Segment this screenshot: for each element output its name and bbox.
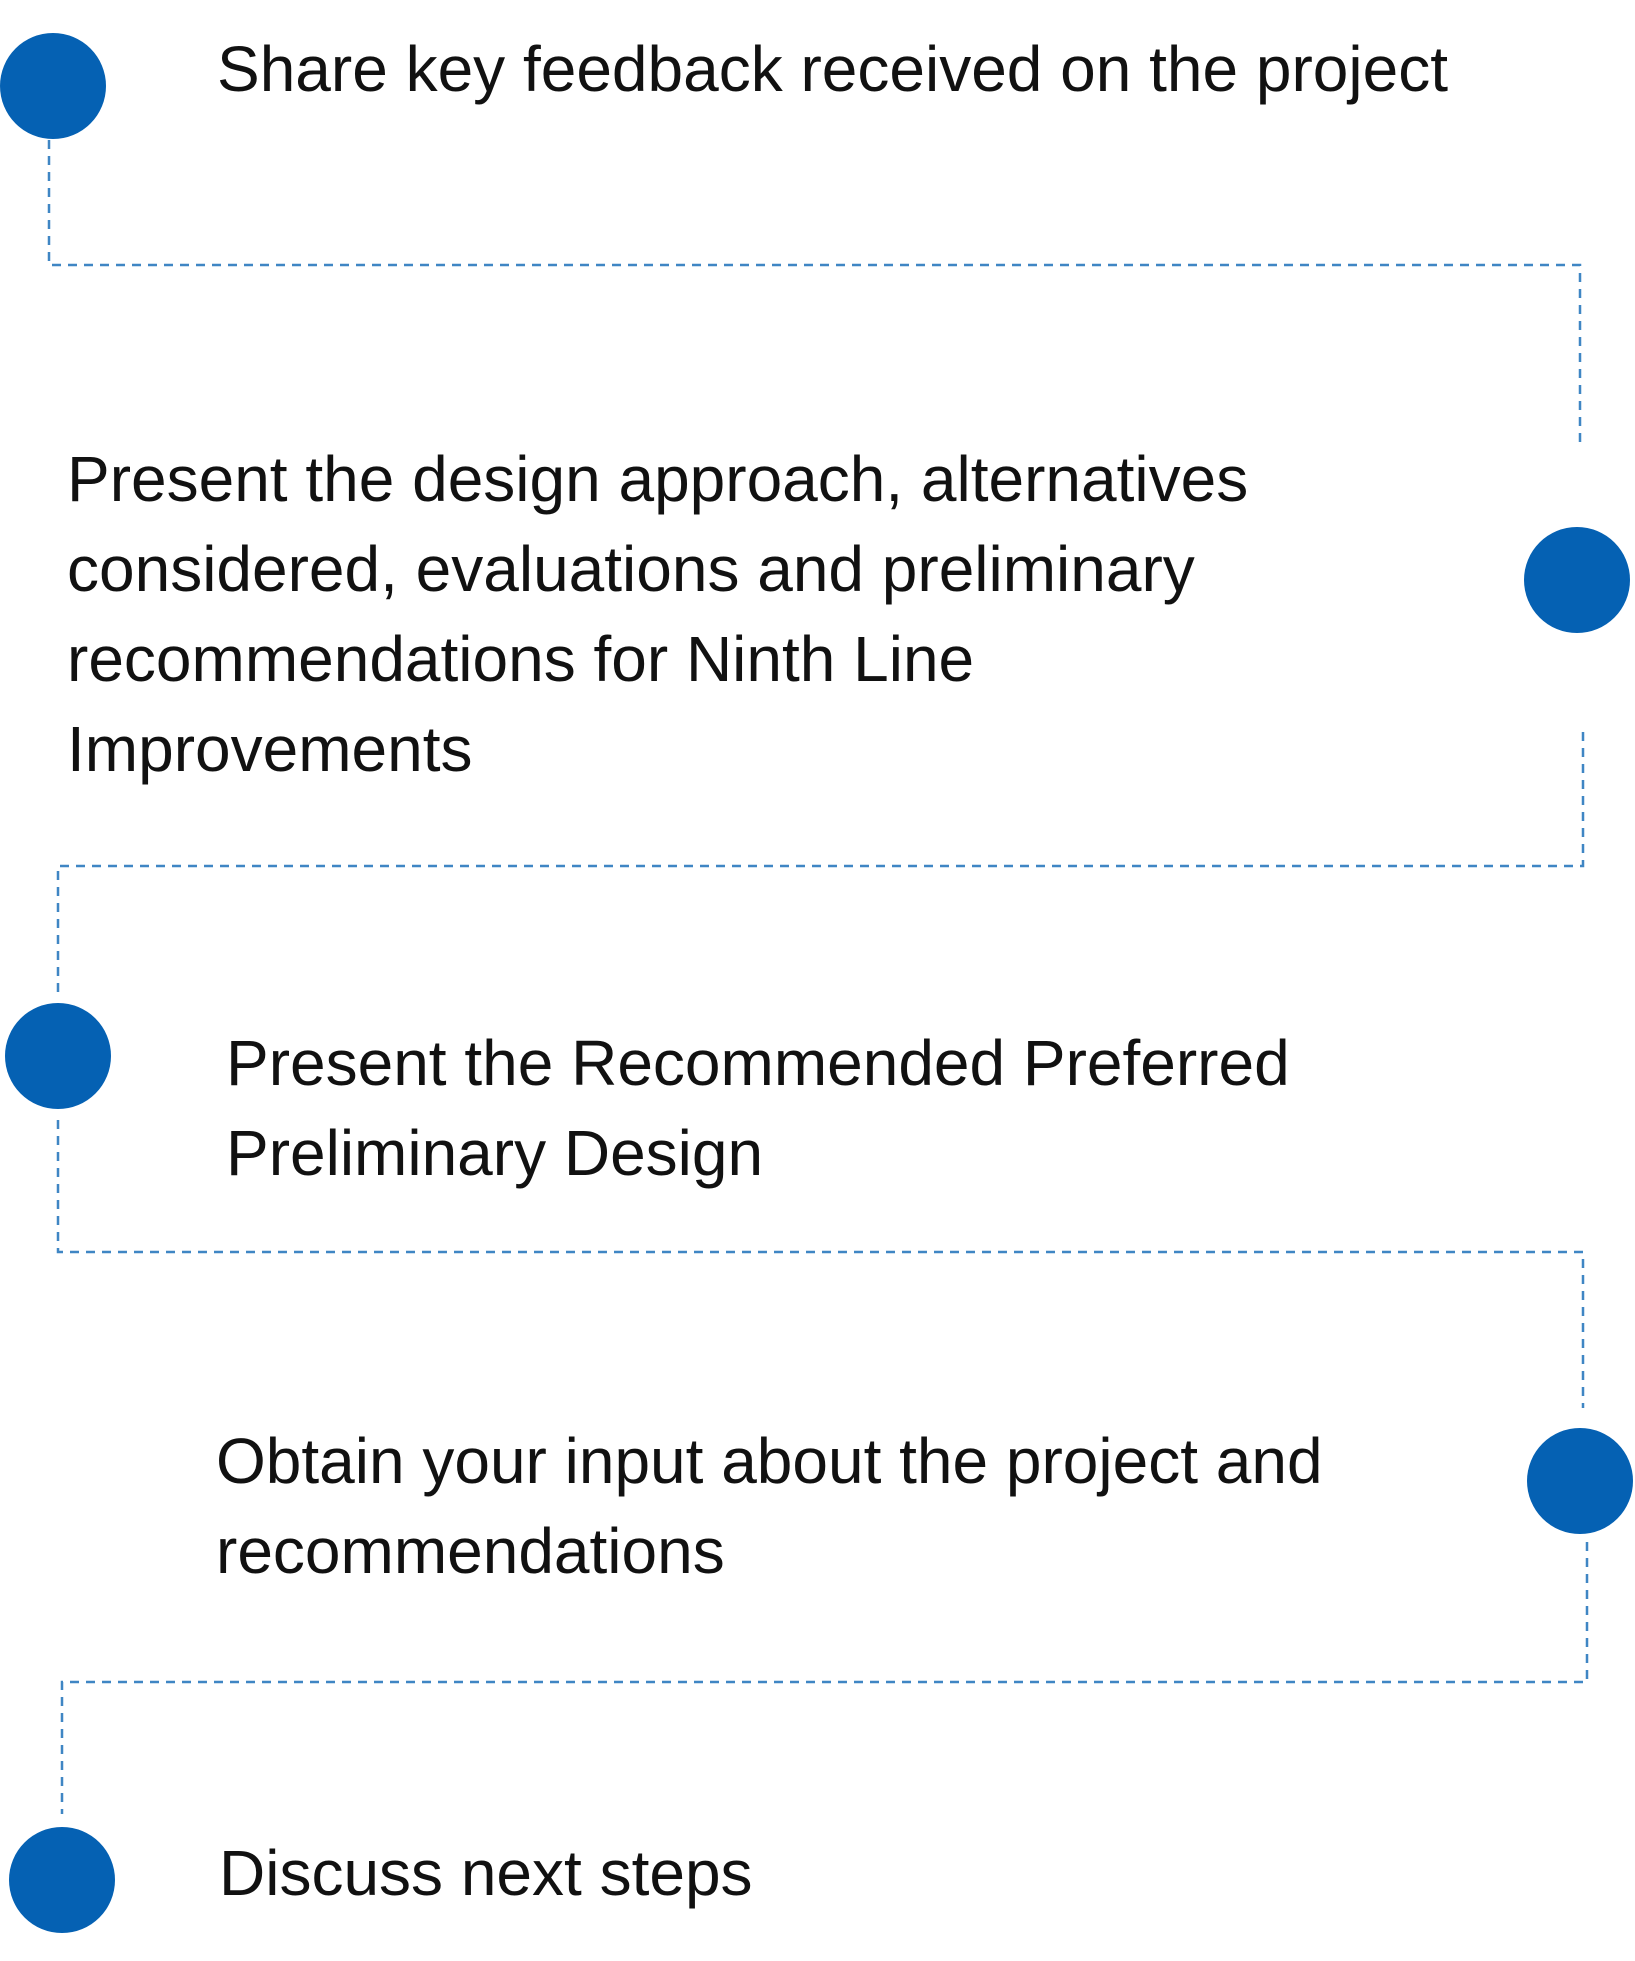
connector-2-3	[56, 732, 1585, 998]
step-2-text: Present the design approach, alternative…	[67, 434, 1248, 794]
step-2-line-3: recommendations for Ninth Line	[67, 623, 975, 695]
step-3-line-1: Present the Recommended Preferred	[226, 1027, 1290, 1099]
connector-1-2	[47, 140, 1582, 445]
connector-4-5	[60, 1542, 1589, 1814]
step-4-line-2: recommendations	[216, 1515, 725, 1587]
step-2-line-1: Present the design approach, alternative…	[67, 443, 1249, 515]
step-node-5	[9, 1827, 115, 1933]
step-2-line-4: Improvements	[67, 713, 473, 785]
step-3-line-2: Preliminary Design	[226, 1117, 764, 1189]
step-4-line-1: Obtain your input about the project and	[216, 1425, 1323, 1497]
step-1-text: Share key feedback received on the proje…	[217, 24, 1448, 114]
connector-3-4	[56, 1120, 1585, 1408]
step-3-text: Present the Recommended Preferred Prelim…	[226, 1018, 1290, 1198]
step-node-2	[1524, 527, 1630, 633]
step-node-4	[1527, 1428, 1633, 1534]
step-1-line-1: Share key feedback received on the proje…	[217, 33, 1448, 105]
step-5-line-1: Discuss next steps	[219, 1837, 753, 1909]
step-2-line-2: considered, evaluations and preliminary	[67, 533, 1195, 605]
step-node-3	[5, 1003, 111, 1109]
step-4-text: Obtain your input about the project and …	[216, 1416, 1323, 1596]
step-node-1	[0, 33, 106, 139]
step-5-text: Discuss next steps	[219, 1828, 753, 1918]
